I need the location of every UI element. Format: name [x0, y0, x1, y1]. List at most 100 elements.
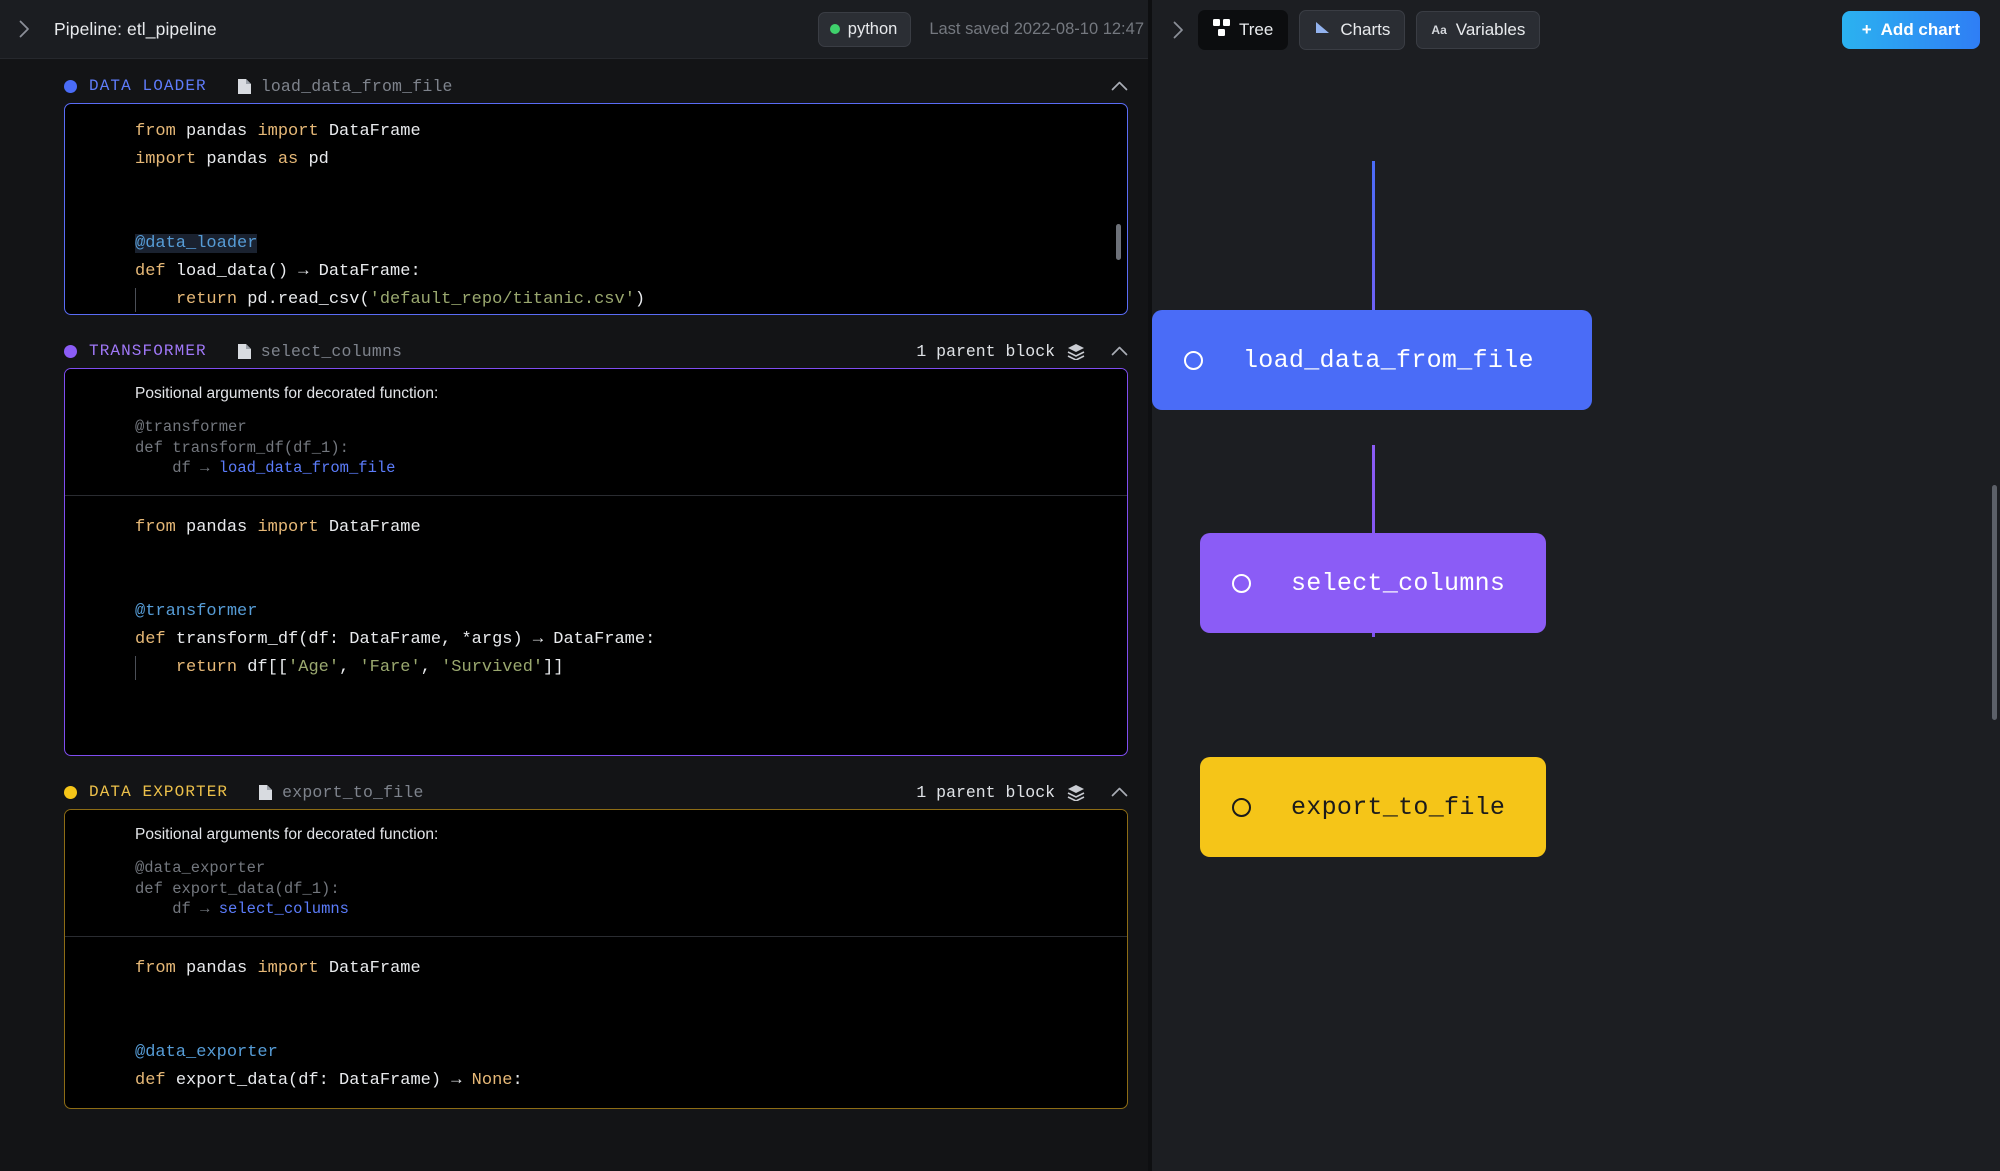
code-editor-transformer[interactable]: Positional arguments for decorated funct…	[64, 368, 1128, 756]
block-header-actions	[1097, 81, 1128, 91]
parent-block-link[interactable]: select_columns	[218, 900, 349, 919]
docstring-line: def export_data(df_1):	[135, 879, 340, 898]
block-header[interactable]: DATA EXPORTER export_to_file 1 parent bl…	[64, 765, 1128, 809]
code-editor-data-loader[interactable]: from pandas import DataFrame import pand…	[64, 103, 1128, 315]
docstring-line: @transformer	[135, 418, 247, 436]
tree-node-select-columns[interactable]: select_columns	[1200, 533, 1546, 633]
pane-divider[interactable]	[1148, 0, 1152, 1171]
file-icon	[237, 343, 252, 360]
block-type-label: DATA EXPORTER	[89, 783, 229, 801]
code-line	[65, 542, 1127, 570]
pipeline-header: Pipeline: etl_pipeline python Last saved…	[0, 0, 1148, 59]
block-file-name: load_data_from_file	[260, 76, 453, 96]
code-line: def load_data() → DataFrame:	[135, 262, 421, 281]
docstring-line: df → select_columns	[135, 900, 349, 919]
code-line: def transform_df(df: DataFrame, *args) →…	[135, 629, 656, 649]
file-icon	[237, 78, 252, 95]
docstring-line: df → load_data_from_file	[135, 459, 396, 478]
stack-icon[interactable]	[1067, 784, 1085, 801]
chevron-up-icon[interactable]	[1111, 346, 1128, 356]
code-line: return pd.read_csv('default_repo/titanic…	[65, 286, 1127, 314]
parent-block-link[interactable]: load_data_from_file	[218, 459, 396, 478]
last-saved-status: Last saved 2022-08-10 12:47	[929, 19, 1144, 38]
docstring-panel: Positional arguments for decorated funct…	[65, 369, 1127, 496]
language-pill[interactable]: python	[817, 11, 912, 47]
code-line: return df[['Age', 'Fare', 'Survived']]	[65, 654, 1127, 682]
docstring-line: def transform_df(df_1):	[135, 438, 349, 457]
chevron-right-icon[interactable]	[1158, 1, 1198, 59]
node-status-circle-icon	[1184, 350, 1203, 370]
blocks-list[interactable]: DATA LOADER load_data_from_file from pan…	[0, 59, 1148, 1171]
parent-block-count: 1 parent block	[916, 782, 1055, 802]
tab-charts[interactable]: Charts	[1299, 9, 1406, 50]
green-status-dot	[829, 24, 840, 34]
tab-charts-label: Charts	[1340, 19, 1391, 39]
block-type-label: DATA LOADER	[89, 77, 207, 95]
tab-variables[interactable]: Aa Variables	[1416, 10, 1541, 49]
code-line	[65, 983, 1127, 1011]
block-data-exporter: DATA EXPORTER export_to_file 1 parent bl…	[64, 765, 1128, 1109]
stack-icon[interactable]	[1067, 343, 1085, 360]
tab-variables-label: Variables	[1455, 19, 1526, 39]
parent-block-count: 1 parent block	[916, 341, 1055, 361]
code-body[interactable]: from pandas import DataFrame import pand…	[65, 104, 1127, 314]
charts-icon	[1314, 19, 1331, 41]
add-chart-button[interactable]: + Add chart	[1841, 10, 1980, 49]
add-chart-label: Add chart	[1880, 19, 1960, 39]
block-file-name: export_to_file	[282, 782, 424, 802]
language-label: python	[847, 19, 898, 38]
block-header-actions: 1 parent block	[916, 342, 1128, 361]
code-line	[65, 570, 1127, 598]
code-line: from pandas import DataFrame	[135, 517, 421, 537]
block-type-label: TRANSFORMER	[89, 342, 207, 360]
block-header-actions: 1 parent block	[916, 783, 1128, 802]
code-line: from pandas import DataFrame	[135, 958, 421, 978]
pipeline-editor-pane: Pipeline: etl_pipeline python Last saved…	[0, 0, 1148, 1171]
code-line: @transformer	[135, 601, 258, 621]
code-line: import pandas as pd	[135, 150, 329, 169]
code-line: def export_data(df: DataFrame) → None:	[135, 1070, 523, 1090]
chevron-up-icon[interactable]	[1111, 81, 1128, 91]
block-transformer: TRANSFORMER select_columns 1 parent bloc…	[64, 324, 1128, 756]
block-data-loader: DATA LOADER load_data_from_file from pan…	[64, 59, 1128, 315]
plus-icon: +	[1861, 19, 1872, 39]
code-line: @data_exporter	[135, 1042, 278, 1062]
pipeline-header-right: python Last saved 2022-08-10 12:47	[817, 11, 1148, 47]
tree-icon	[1213, 18, 1230, 41]
code-line: @data_loader	[135, 234, 258, 253]
tree-node-label: export_to_file	[1291, 792, 1506, 822]
editor-scrollbar[interactable]	[1116, 224, 1121, 260]
block-header[interactable]: TRANSFORMER select_columns 1 parent bloc…	[64, 324, 1128, 368]
block-color-dot	[64, 344, 77, 358]
code-body[interactable]: from pandas import DataFrame @transforme…	[65, 496, 1127, 700]
page-title: Pipeline: etl_pipeline	[54, 18, 217, 39]
sidekick-scrollbar[interactable]	[1992, 485, 1997, 720]
code-line: from pandas import DataFrame	[135, 122, 421, 141]
tab-tree[interactable]: Tree	[1198, 9, 1289, 50]
code-line	[65, 174, 1127, 202]
docstring-title: Positional arguments for decorated funct…	[135, 385, 439, 402]
tree-node-export-to-file[interactable]: export_to_file	[1200, 757, 1546, 857]
block-color-dot	[64, 785, 77, 799]
block-file-name: select_columns	[260, 341, 403, 361]
chevron-up-icon[interactable]	[1111, 787, 1128, 797]
file-icon	[258, 784, 273, 801]
sidekick-toolbar: Tree Charts Aa Variables + Add chart	[1152, 0, 2000, 59]
code-body[interactable]: from pandas import DataFrame @data_expor…	[65, 937, 1127, 1108]
sidekick-pane: Tree Charts Aa Variables + Add chart	[1152, 0, 2000, 1171]
tree-node-label: select_columns	[1291, 568, 1506, 598]
code-editor-data-exporter[interactable]: Positional arguments for decorated funct…	[64, 809, 1128, 1109]
tree-node-load-data-from-file[interactable]: load_data_from_file	[1152, 310, 1592, 410]
variables-icon: Aa	[1431, 22, 1447, 37]
tab-tree-label: Tree	[1239, 19, 1274, 39]
dependency-tree-canvas[interactable]: load_data_from_file select_columns expor…	[1152, 59, 2000, 1171]
chevron-right-icon[interactable]	[4, 0, 44, 58]
docstring-title: Positional arguments for decorated funct…	[135, 826, 439, 843]
node-status-circle-icon	[1232, 797, 1251, 817]
tree-node-label: load_data_from_file	[1243, 345, 1534, 375]
block-color-dot	[64, 79, 77, 93]
code-line	[65, 202, 1127, 230]
block-header[interactable]: DATA LOADER load_data_from_file	[64, 59, 1128, 103]
docstring-line: @data_exporter	[135, 859, 266, 877]
